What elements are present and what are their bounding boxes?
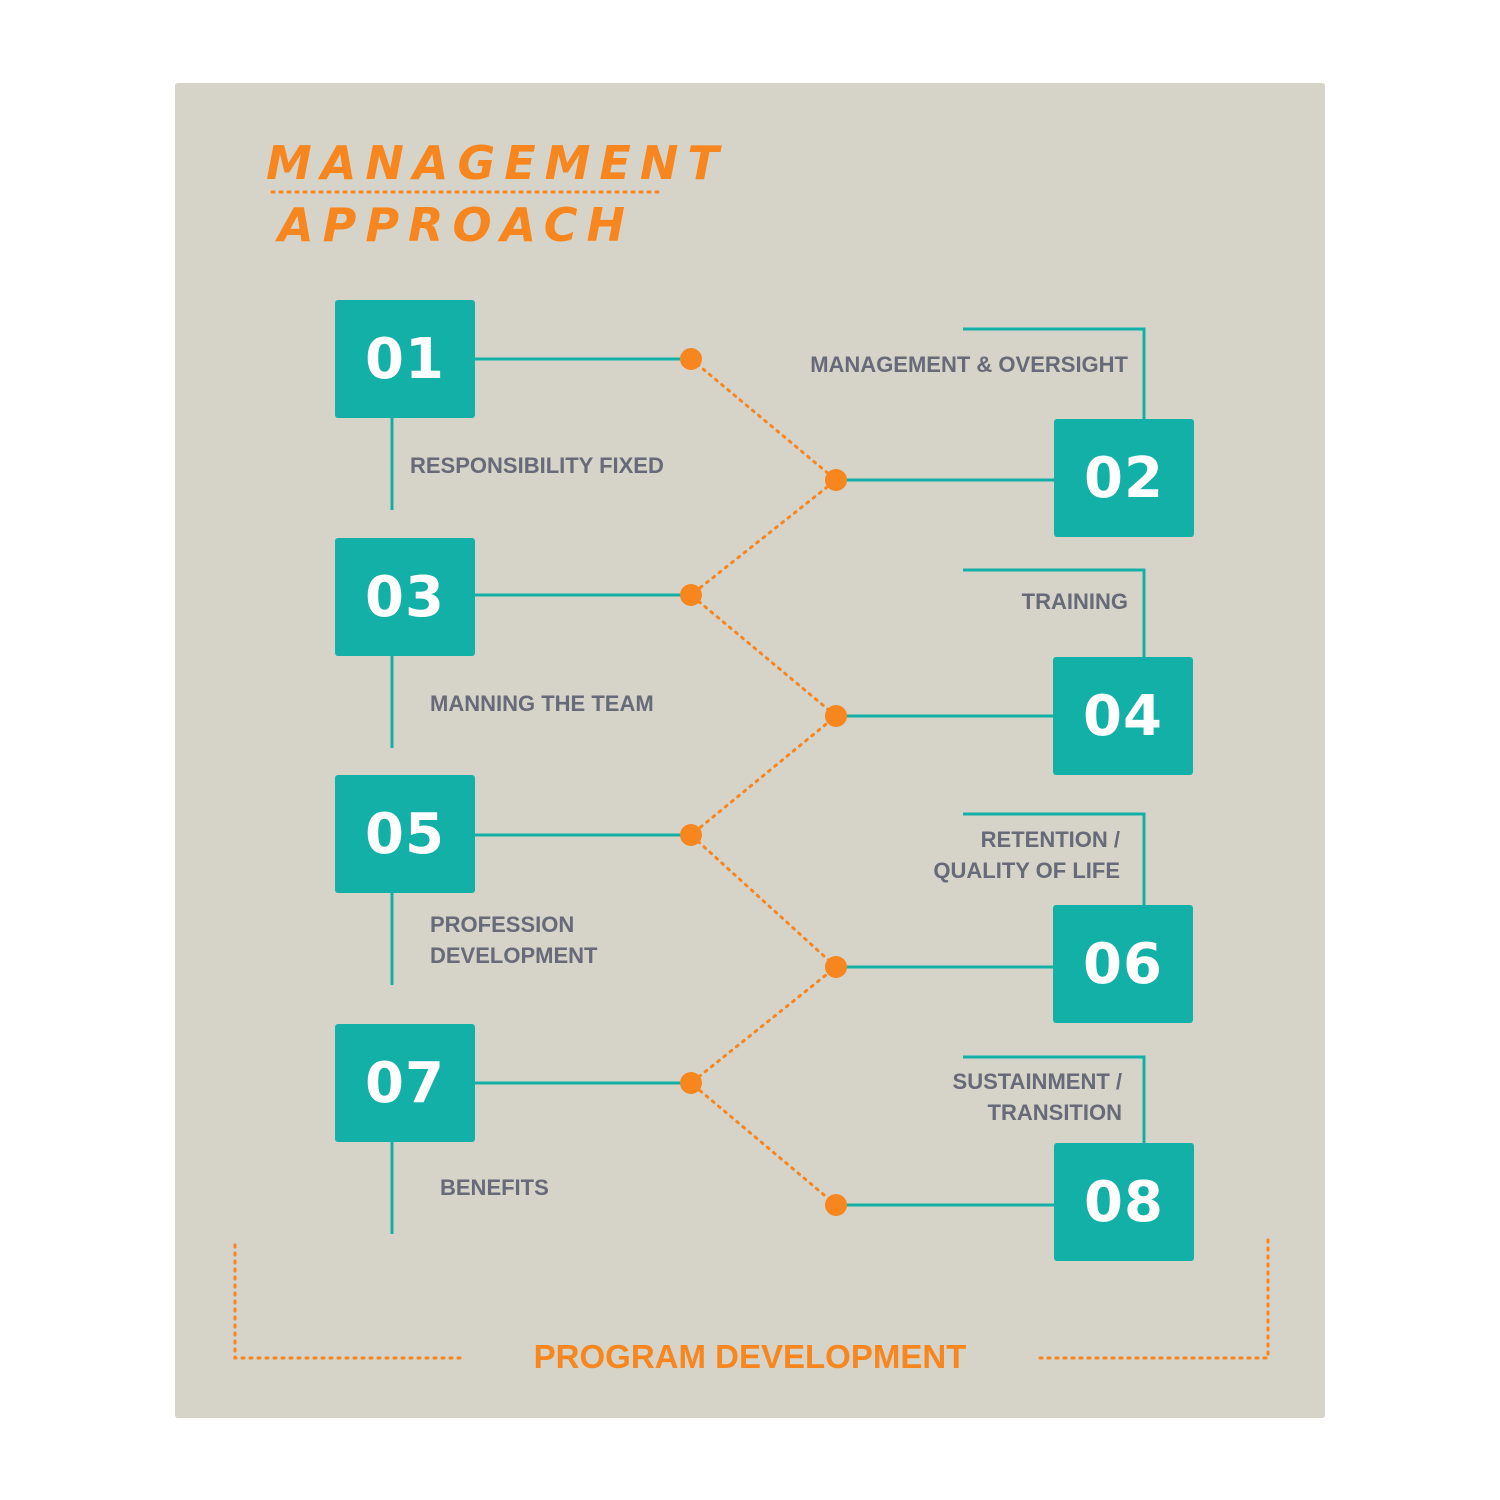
step-box-02: 02 — [1054, 419, 1194, 537]
step-box-08: 08 — [1054, 1143, 1194, 1261]
step-label-05-line-2: DEVELOPMENT — [430, 943, 598, 968]
step-label-04: TRAINING — [1021, 589, 1128, 614]
node-dot — [680, 584, 702, 606]
step-label-05: PROFESSION DEVELOPMENT — [430, 909, 597, 971]
bracket-04 — [963, 568, 1146, 657]
step-box-03: 03 — [335, 538, 475, 656]
node-dot — [825, 705, 847, 727]
step-label-06-line-2: QUALITY OF LIFE — [933, 858, 1120, 883]
title-line-1: MANAGEMENT — [266, 136, 728, 190]
step-label-06-line-1: RETENTION / — [980, 827, 1120, 852]
title-line-2: APPROACH — [278, 198, 634, 252]
node-dot — [825, 956, 847, 978]
footer-bracket-left — [233, 1243, 464, 1360]
node-dot — [680, 824, 702, 846]
step-box-05: 05 — [335, 775, 475, 893]
footer-title: PROGRAM DEVELOPMENT — [533, 1338, 967, 1375]
step-label-03: MANNING THE TEAM — [430, 691, 654, 716]
zigzag-path — [688, 357, 839, 1207]
node-dot — [825, 469, 847, 491]
step-label-02: MANAGEMENT & OVERSIGHT — [810, 352, 1128, 377]
footer-bracket-right — [1038, 1238, 1270, 1360]
bracket-08 — [963, 1055, 1146, 1143]
step-label-05-line-1: PROFESSION — [430, 912, 575, 937]
step-label-08-line-1: SUSTAINMENT / — [952, 1069, 1122, 1094]
node-dot — [680, 348, 702, 370]
step-box-07: 07 — [335, 1024, 475, 1142]
step-label-06: RETENTION / QUALITY OF LIFE — [933, 824, 1120, 886]
step-box-06: 06 — [1053, 905, 1193, 1023]
step-label-01: RESPONSIBILITY FIXED — [410, 453, 664, 478]
step-label-07: BENEFITS — [440, 1175, 549, 1200]
step-box-01: 01 — [335, 300, 475, 418]
node-dot — [825, 1194, 847, 1216]
bracket-06 — [963, 812, 1146, 905]
step-label-08-line-2: TRANSITION — [987, 1100, 1122, 1125]
step-box-04: 04 — [1053, 657, 1193, 775]
bracket-02 — [963, 327, 1146, 419]
node-dot — [680, 1072, 702, 1094]
step-label-08: SUSTAINMENT / TRANSITION — [953, 1066, 1122, 1128]
